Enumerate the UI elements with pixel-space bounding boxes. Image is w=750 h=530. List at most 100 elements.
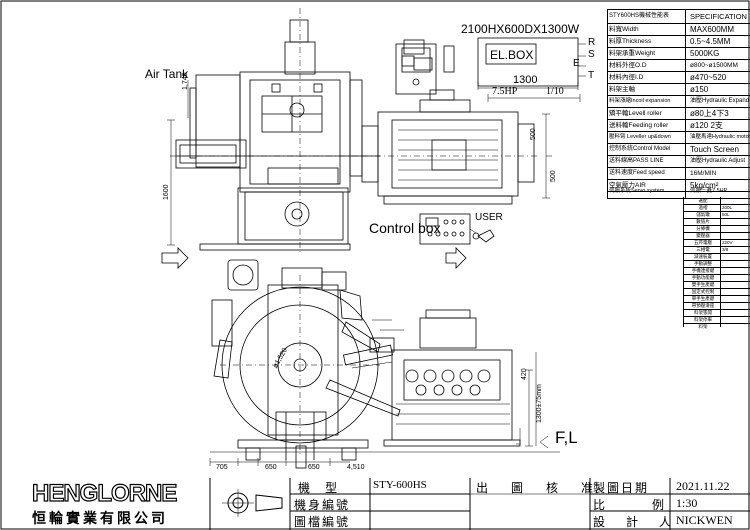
spec-label: 料厚Thickness	[609, 38, 652, 45]
spec-label: 材料內徑I.D	[609, 74, 644, 81]
motor-label: 7.5HP	[492, 86, 518, 97]
spec-label: 送料速度Feed speed	[609, 170, 665, 176]
spec-header-left: STY600HS機械性能表	[609, 13, 670, 19]
spec-value: Touch Screen	[690, 145, 739, 154]
archive-no-label: 圖檔編號	[294, 515, 351, 529]
spec-label: 料架主軸	[609, 86, 635, 93]
top-view-straightener	[361, 89, 552, 205]
spec-label: 送料輪Feeding roller	[609, 122, 669, 129]
options-row: 料架	[684, 323, 750, 330]
spec-row: 控制系統Control Model Touch Screen	[608, 144, 750, 156]
spec-value: 5kg/cm²	[690, 181, 719, 190]
spec-label: 料架承重Weight	[609, 50, 656, 57]
option-label: 數值片	[696, 219, 710, 224]
option-label: 手機連接鍵	[691, 268, 715, 273]
dim-1600: 1600	[163, 184, 170, 200]
dim-650-b: 650	[308, 464, 320, 471]
option-label: 料架停車	[694, 317, 712, 322]
spec-row: 料厚Thickness 0.5~4.5MM	[608, 36, 750, 48]
title-block-lines	[209, 478, 750, 530]
options-row: 雙手生產鍵	[684, 281, 750, 289]
spec-row: 料架承重Weight 5000KG	[608, 48, 750, 60]
spec-divider	[685, 10, 686, 198]
options-header-label: 選配	[698, 198, 708, 203]
top-view-uncoiler	[167, 8, 433, 255]
spec-value: 油壓Hydraulic Adjust	[690, 158, 746, 164]
option-label: 三相電	[696, 247, 710, 252]
model-label: 機 型	[298, 481, 344, 495]
drawing-approve-label: 出 圖 核 准	[476, 481, 604, 495]
spec-row: 空氣壓力AIR 5kg/cm²	[608, 180, 750, 192]
option-label: 手動調整	[694, 261, 712, 266]
company-name: 恒輪實業有限公司	[32, 510, 168, 526]
el-box-width-dim: 1300	[513, 74, 538, 86]
options-divider	[720, 197, 721, 327]
spec-value: ø150	[690, 85, 709, 94]
spec-value: 5000KG	[690, 49, 720, 58]
dim-500-b: 500	[550, 170, 557, 182]
spec-label: 控制系統Control Model	[609, 146, 671, 152]
spec-row: 送料線高PASS LINE 油壓Hydraulic Adjust	[608, 156, 750, 168]
spec-label: 送料線高PASS LINE	[609, 158, 664, 164]
option-value: 200L	[722, 205, 733, 210]
el-box-e: E	[573, 58, 580, 69]
dim-1740: 1,740	[182, 72, 189, 90]
el-box-r: R	[588, 37, 596, 48]
spec-row: 料架主軸 ø150	[608, 84, 750, 96]
date-label: 製圖日期	[593, 481, 650, 495]
spec-header-right: SPECIFICATION	[690, 12, 747, 21]
options-row: 手動功能鍵	[684, 274, 750, 282]
spec-label: 空氣壓力AIR	[609, 182, 646, 189]
spec-label: 伺服系統Servo system	[609, 188, 665, 194]
control-box-drawing	[419, 213, 495, 245]
option-label: 固定式控制	[691, 289, 715, 294]
spec-row: 材料內徑I.D ø470~520	[608, 72, 750, 84]
side-view-straightener	[343, 309, 549, 449]
ratio-label: 1/10	[546, 86, 564, 97]
spec-row: 伺服系統Servo system 伺服三菱7.5HP	[608, 186, 750, 197]
options-row: 手動調整	[684, 260, 750, 268]
spec-value: ø120 2支	[690, 121, 723, 130]
user-label: USER	[475, 212, 503, 223]
spec-value: 0.5~4.5MM	[690, 37, 731, 46]
option-label: 變壓器	[696, 233, 710, 238]
el-box-s: S	[588, 49, 595, 60]
option-label: 過褶	[698, 205, 708, 210]
company-logo: HENGLORNE	[31, 479, 178, 507]
spec-row: 送料輪Feeding roller ø120 2支	[608, 120, 750, 132]
option-label: 手動功能鍵	[691, 275, 715, 280]
date-value: 2021.11.22	[676, 479, 730, 493]
spec-value: MAX600MM	[690, 25, 735, 34]
options-row: 帶預壓滑座	[684, 302, 750, 310]
top-view-el-box	[395, 37, 586, 102]
el-box-t: T	[588, 70, 595, 81]
flow-arrow-left	[161, 247, 189, 269]
dim-420: 420	[521, 368, 528, 380]
spec-value: 伺服三菱7.5HP	[690, 188, 728, 194]
options-row: 分條機	[684, 225, 750, 233]
options-row: 數值片	[684, 218, 750, 226]
model-value: STY-600HS	[373, 479, 427, 491]
option-label: 帶預壓滑座	[691, 303, 715, 308]
spec-value: ø470~520	[690, 73, 727, 82]
options-row: 減速裝置	[684, 253, 750, 261]
fl-label: F,L	[555, 428, 578, 447]
designer-label: 設 計 人	[593, 515, 681, 529]
spec-value: 16M/MIN	[690, 170, 717, 177]
control-box-label: Control box	[369, 220, 441, 236]
option-label: 料架張開	[694, 310, 712, 315]
options-header: 選配	[684, 197, 750, 205]
dim-1300-tol: 1300±75mm	[536, 384, 543, 423]
option-label: 五芹電壓	[694, 240, 712, 245]
spec-label: 壓料臂 Leveller up&down	[609, 134, 671, 140]
spec-value: ø800~ø1500MM	[690, 62, 738, 69]
options-row: 單手生產鍵	[684, 295, 750, 303]
